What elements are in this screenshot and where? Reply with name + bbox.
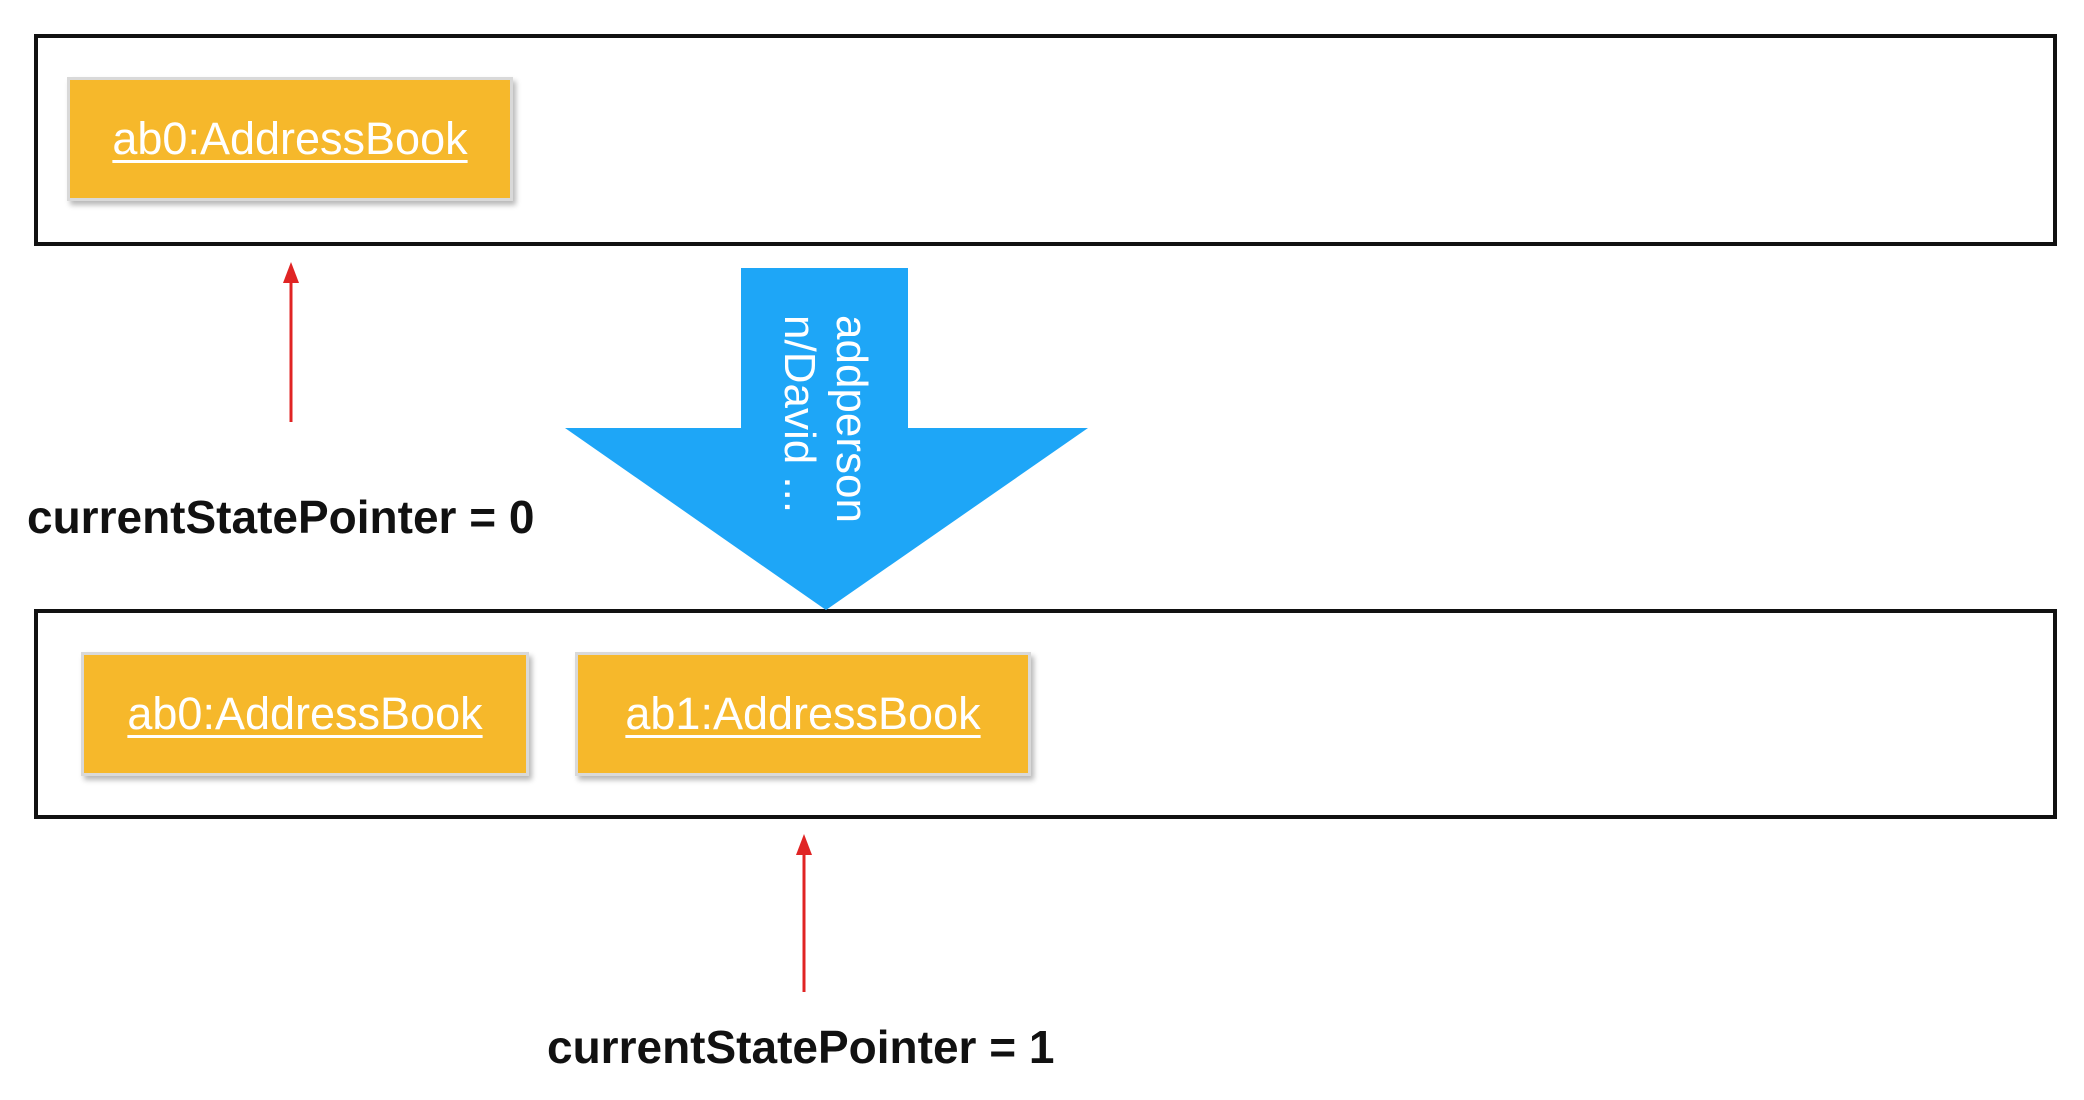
address-book-node-ab0: ab0:AddressBook <box>81 652 529 776</box>
transition-command-label: addperson n/David ... <box>773 315 877 523</box>
current-state-pointer-label-1: currentStatePointer = 1 <box>547 1021 1055 1073</box>
command-line-1: addperson <box>826 315 876 523</box>
node-label: ab0:AddressBook <box>112 113 468 164</box>
node-label: ab1:AddressBook <box>625 688 981 739</box>
pointer-arrow-0 <box>283 262 299 422</box>
current-state-pointer-label-0: currentStatePointer = 0 <box>27 491 535 543</box>
address-book-node-ab0-initial: ab0:AddressBook <box>67 77 513 201</box>
address-book-node-ab1: ab1:AddressBook <box>575 652 1031 776</box>
pointer-arrow-1 <box>796 834 812 992</box>
command-line-2: n/David ... <box>775 315 824 514</box>
node-label: ab0:AddressBook <box>127 688 483 739</box>
